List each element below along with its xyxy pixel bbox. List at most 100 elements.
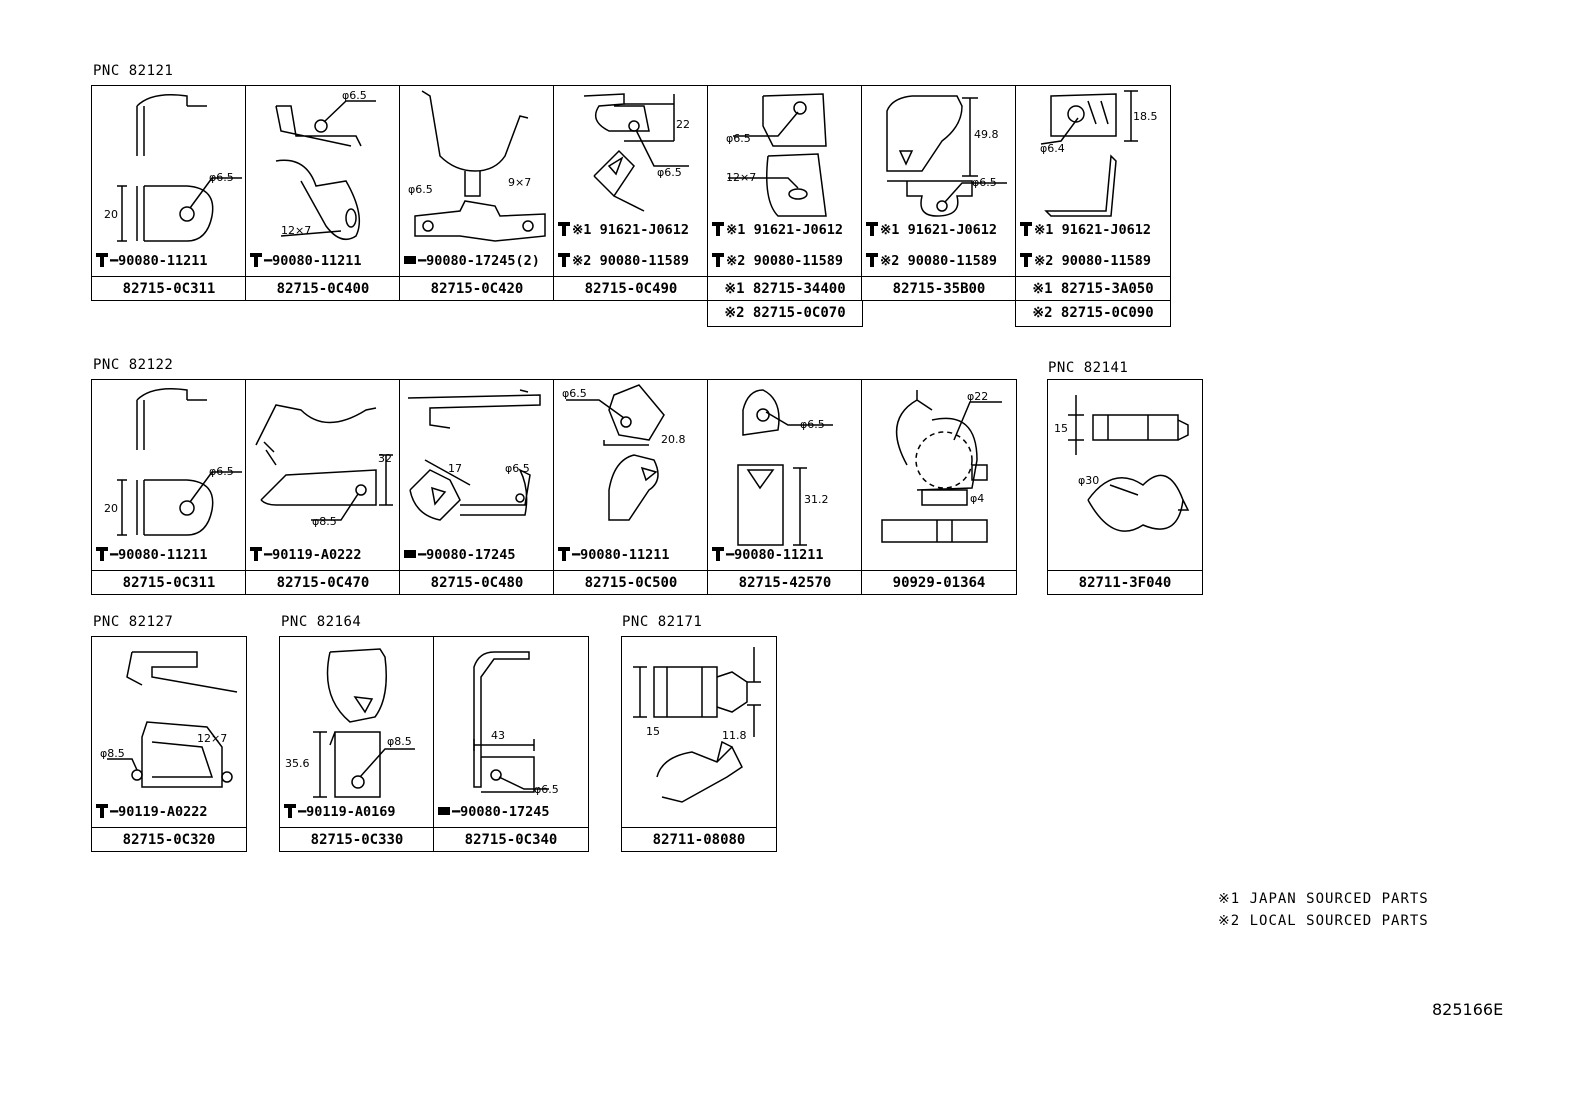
part-cell[interactable]: φ6.5 20 ━90080-11211 82715-0C311 xyxy=(91,379,247,595)
fastener-label: ※2 90080-11589 xyxy=(1020,253,1151,269)
part-cell[interactable]: φ6.5 12×7 ※1 91621-J0612 ※2 90080-11589 … xyxy=(707,85,863,327)
part-cell[interactable]: 49.8 φ6.5 ※1 91621-J0612 ※2 90080-11589 … xyxy=(861,85,1017,301)
drawing-code: 825166E xyxy=(1432,1000,1504,1019)
dim-label: 9×7 xyxy=(508,176,532,189)
bolt-icon xyxy=(96,547,108,561)
part-number: 82715-0C480 xyxy=(400,570,554,594)
part-number: ※1 82715-34400 xyxy=(708,276,862,300)
dim-label: 20 xyxy=(104,208,118,221)
dim-label: φ6.5 xyxy=(972,176,997,189)
part-cell[interactable]: 35.6 φ8.5 ━90119-A0169 82715-0C330 xyxy=(279,636,435,852)
part-number: 82715-0C420 xyxy=(400,276,554,300)
dim-label: φ6.5 xyxy=(342,89,367,102)
dim-label: 22 xyxy=(676,118,690,131)
dim-label: 32 xyxy=(378,452,392,465)
dim-label: 20 xyxy=(104,502,118,515)
bolt-icon xyxy=(558,222,570,236)
fastener-label: ※1 91621-J0612 xyxy=(1020,222,1151,238)
part-number: 82711-08080 xyxy=(622,827,776,851)
part-number: 82711-3F040 xyxy=(1048,570,1202,594)
dim-label: φ6.5 xyxy=(726,132,751,145)
fastener-label: ━90119-A0222 xyxy=(250,547,362,563)
dim-label: 15 xyxy=(1054,422,1068,435)
part-cell[interactable]: 15 11.8 82711-08080 xyxy=(621,636,777,852)
fastener-label: ━90080-11211 xyxy=(250,253,362,269)
pnc-label: PNC 82164 xyxy=(281,614,362,630)
fastener-label: ━90080-11211 xyxy=(96,253,208,269)
bracket-drawing xyxy=(728,93,827,217)
dim-label: φ6.5 xyxy=(657,166,682,179)
part-cell[interactable]: φ22 φ4 90929-01364 xyxy=(861,379,1017,595)
part-cell[interactable]: 22 φ6.5 ※1 91621-J0612 ※2 90080-11589 82… xyxy=(553,85,709,301)
fastener-label: ※2 90080-11589 xyxy=(558,253,689,269)
pnc-label: PNC 82127 xyxy=(93,614,174,630)
bracket-drawing xyxy=(117,388,242,536)
bracket-drawing xyxy=(407,389,541,521)
part-number: 82715-0C320 xyxy=(92,827,246,851)
dim-label: φ6.5 xyxy=(209,171,234,184)
bolt-icon xyxy=(1020,253,1032,267)
bolt-icon xyxy=(712,222,724,236)
bolt-icon xyxy=(712,547,724,561)
bolt-icon xyxy=(558,253,570,267)
dim-label: 49.8 xyxy=(974,128,999,141)
part-cell[interactable]: φ8.5 12×7 ━90119-A0222 82715-0C320 xyxy=(91,636,247,852)
bolt-icon xyxy=(96,253,108,267)
bracket-drawing xyxy=(414,90,546,242)
fastener-label: ━90080-17245(2) xyxy=(404,253,540,269)
part-number: 82715-42570 xyxy=(708,570,862,594)
bolt-icon xyxy=(284,804,296,818)
clip-drawing xyxy=(633,647,761,803)
part-number: 82715-35B00 xyxy=(862,276,1016,300)
legend-local-sourced: ※2 LOCAL SOURCED PARTS xyxy=(1218,913,1429,929)
dim-label: φ8.5 xyxy=(100,747,125,760)
fastener-label: ※2 90080-11589 xyxy=(712,253,843,269)
part-cell[interactable]: φ6.5 20.8 ━90080-11211 82715-0C500 xyxy=(553,379,709,595)
part-cell[interactable]: φ6.5 9×7 ━90080-17245(2) 82715-0C420 xyxy=(399,85,555,301)
fastener-label: ━90080-11211 xyxy=(558,547,670,563)
legend-japan-sourced: ※1 JAPAN SOURCED PARTS xyxy=(1218,891,1429,907)
fastener-label: ━90119-A0169 xyxy=(284,804,396,820)
part-cell[interactable]: 15 φ30 82711-3F040 xyxy=(1047,379,1203,595)
part-number: 82715-0C500 xyxy=(554,570,708,594)
part-cell[interactable]: φ6.5 20 ━90080-11211 82715-0C311 xyxy=(91,85,247,301)
dim-label: 18.5 xyxy=(1133,110,1158,123)
dim-label: 12×7 xyxy=(726,171,757,184)
part-cell[interactable]: 43 φ6.5 ━90080-17245 82715-0C340 xyxy=(433,636,589,852)
dim-label: φ6.5 xyxy=(209,465,234,478)
bolt-icon xyxy=(250,253,262,267)
fastener-label: ━90080-11211 xyxy=(96,547,208,563)
dim-label: 12×7 xyxy=(197,732,228,745)
bracket-drawing xyxy=(117,94,242,242)
dim-label: 15 xyxy=(646,725,660,738)
dim-label: φ4 xyxy=(970,492,985,505)
part-number-alt: ※2 82715-0C070 xyxy=(708,300,862,324)
fastener-label: ※1 91621-J0612 xyxy=(712,222,843,238)
clip-drawing xyxy=(1068,395,1190,532)
bolt-icon xyxy=(1020,222,1032,236)
dim-label: 11.8 xyxy=(722,729,747,742)
part-cell[interactable]: 17 φ6.5 ━90080-17245 82715-0C480 xyxy=(399,379,555,595)
fastener-label: ━90119-A0222 xyxy=(96,804,208,820)
bracket-drawing xyxy=(566,384,665,521)
part-cell[interactable]: 32 φ8.5 ━90119-A0222 82715-0C470 xyxy=(245,379,401,595)
bracket-drawing xyxy=(886,95,1007,217)
bracket-drawing xyxy=(881,390,1002,543)
dim-label: φ6.4 xyxy=(1040,142,1065,155)
dim-label: 20.8 xyxy=(661,433,686,446)
dim-label: φ8.5 xyxy=(312,515,337,528)
part-cell[interactable]: φ6.5 31.2 ━90080-11211 82715-42570 xyxy=(707,379,863,595)
bracket-drawing xyxy=(107,651,238,788)
pnc-label: PNC 82122 xyxy=(93,357,174,373)
fastener-label: ※1 91621-J0612 xyxy=(866,222,997,238)
fastener-label: ※2 90080-11589 xyxy=(866,253,997,269)
part-number: ※1 82715-3A050 xyxy=(1016,276,1170,300)
part-number: 82715-0C470 xyxy=(246,570,400,594)
part-cell[interactable]: φ6.5 12×7 ━90080-11211 82715-0C400 xyxy=(245,85,401,301)
part-cell[interactable]: 18.5 φ6.4 ※1 91621-J0612 ※2 90080-11589 … xyxy=(1015,85,1171,327)
bolt-icon xyxy=(866,222,878,236)
nut-icon xyxy=(404,253,416,267)
part-number: 82715-0C330 xyxy=(280,827,434,851)
fastener-label: ※1 91621-J0612 xyxy=(558,222,689,238)
bracket-drawing xyxy=(313,648,415,798)
